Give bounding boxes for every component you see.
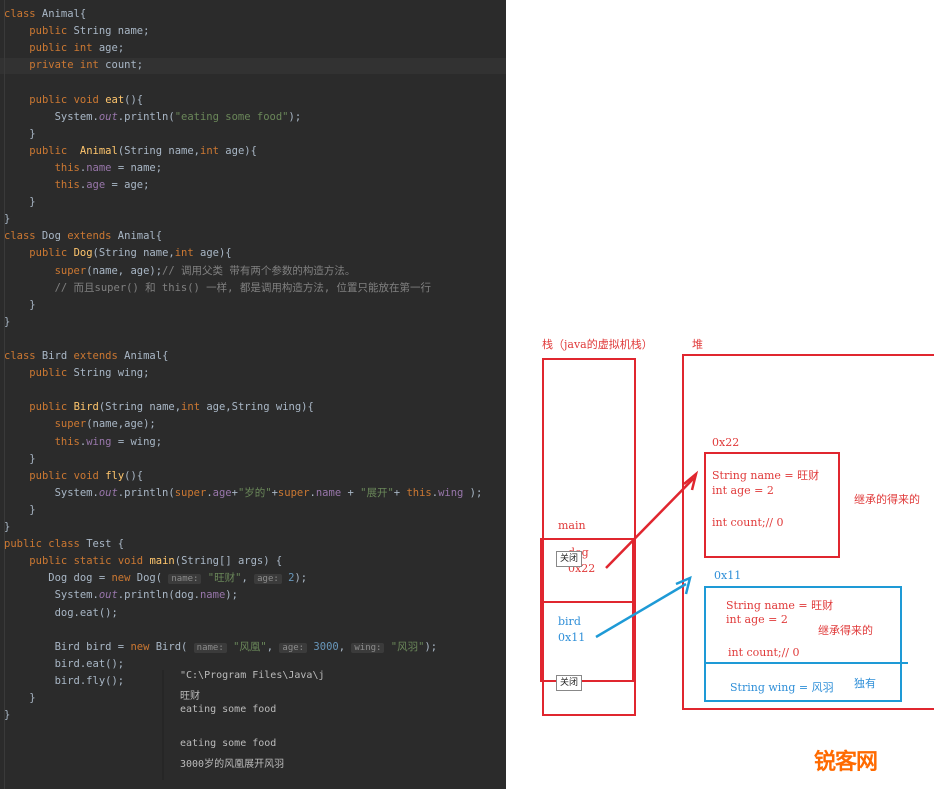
- code-line[interactable]: public Animal(String name,int age){: [29, 144, 257, 157]
- code-line[interactable]: }: [4, 196, 36, 209]
- stack-title: 栈（java的虚拟机栈）: [542, 338, 653, 351]
- code-line[interactable]: public String wing;: [29, 367, 150, 380]
- bird-object-divider: [704, 662, 908, 664]
- code-line[interactable]: }: [4, 315, 11, 328]
- run-console[interactable]: "C:\Program Files\Java\j 旺财 eating some fo…: [162, 670, 508, 780]
- code-line[interactable]: class Dog extends Animal{: [4, 230, 163, 243]
- heap-title: 堆: [692, 338, 703, 351]
- memory-diagram: 栈（java的虚拟机栈） 堆 main dog 0x22 bird 0x11 关…: [506, 0, 934, 789]
- logo-text: 锐客网: [814, 750, 878, 775]
- code-line[interactable]: }: [4, 452, 36, 465]
- code-line[interactable]: public String name;: [29, 25, 150, 38]
- console-line: "C:\Program Files\Java\j: [180, 670, 325, 681]
- code-editor[interactable]: class Animal{ public String name; public…: [0, 0, 506, 789]
- dog-reference-arrow: [605, 477, 695, 569]
- bird-addr-label: 0x11: [558, 631, 586, 644]
- code-line[interactable]: public class Test {: [4, 538, 125, 551]
- code-line[interactable]: public static void main(String[] args) {: [29, 555, 283, 568]
- code-line[interactable]: }: [4, 213, 11, 226]
- bird-object-addr: 0x11: [714, 569, 742, 582]
- dog-object-addr: 0x22: [712, 436, 740, 449]
- code-line[interactable]: }: [4, 298, 36, 311]
- code-line[interactable]: }: [4, 127, 36, 140]
- code-line[interactable]: this.wing = wing;: [54, 435, 163, 448]
- bird-inherited-note: 继承得来的: [818, 624, 873, 637]
- bird-own-note: 独有: [854, 677, 876, 690]
- code-line[interactable]: // 而且super() 和 this() 一样, 都是调用构造方法, 位置只能…: [54, 281, 431, 294]
- code-line[interactable]: Bird bird = new Bird( name: "风凰", age: 3…: [4, 640, 438, 653]
- bird-object-box: [704, 586, 902, 702]
- bird-age-field: int age = 2: [726, 613, 788, 626]
- code-line[interactable]: super(name, age);// 调用父类 带有两个参数的构造方法。: [54, 264, 356, 277]
- dog-age-field: int age = 2: [712, 484, 774, 497]
- code-line[interactable]: bird.fly();: [4, 674, 125, 687]
- close-popup-2[interactable]: 关闭: [556, 675, 582, 691]
- code-line[interactable]: Dog dog = new Dog( name: "旺财", age: 2);: [4, 572, 308, 585]
- main-frame-label: main: [558, 519, 586, 532]
- code-line[interactable]: System.out.println("eating some food");: [4, 110, 302, 123]
- code-line[interactable]: this.name = name;: [54, 161, 163, 174]
- code-line[interactable]: bird.eat();: [4, 657, 125, 670]
- heap-box: [682, 354, 934, 710]
- bird-var-label: bird: [558, 615, 581, 628]
- editor-gutter: [4, 0, 5, 789]
- code-line[interactable]: super(name,age);: [54, 418, 156, 431]
- console-line: eating some food: [180, 704, 277, 715]
- bird-wing-field: String wing = 风羽: [730, 681, 834, 694]
- code-line[interactable]: dog.eat();: [4, 606, 118, 619]
- dog-name-field: String name = 旺财: [712, 469, 820, 482]
- code-line[interactable]: System.out.println(dog.name);: [4, 589, 238, 602]
- code-line[interactable]: class Bird extends Animal{: [4, 350, 169, 362]
- code-line[interactable]: this.age = age;: [54, 179, 150, 191]
- reference-arrows: [595, 470, 699, 639]
- site-logo: 锐客网: [814, 744, 878, 776]
- dog-count-field: int count;// 0: [712, 516, 784, 529]
- console-line: eating some food: [180, 738, 277, 749]
- code-line[interactable]: private int count;: [29, 59, 144, 72]
- bird-name-field: String name = 旺财: [726, 599, 834, 612]
- code-line[interactable]: class Animal{: [4, 8, 87, 20]
- console-line: 旺财: [180, 691, 200, 702]
- main-frame-divider: [540, 601, 634, 603]
- close-popup-1[interactable]: 关闭: [556, 551, 582, 567]
- code-line[interactable]: }: [4, 692, 36, 704]
- dog-arrow-head: [683, 470, 699, 491]
- code-line[interactable]: }: [4, 709, 11, 722]
- code-line[interactable]: }: [4, 503, 36, 516]
- bird-count-field: int count;// 0: [728, 646, 800, 659]
- code-line[interactable]: public Dog(String name,int age){: [29, 247, 232, 260]
- current-line-highlight: [0, 58, 506, 74]
- code-line[interactable]: public void eat(){: [29, 93, 144, 106]
- console-line: 3000岁的风凰展开风羽: [180, 759, 285, 770]
- code-line[interactable]: }: [4, 521, 11, 533]
- main-frame-box: [540, 538, 634, 682]
- dog-inherited-note: 继承的得来的: [854, 493, 920, 506]
- bird-reference-arrow: [595, 582, 687, 639]
- code-line[interactable]: System.out.println(super.age+"岁的"+super.…: [4, 486, 483, 499]
- code-line[interactable]: public Bird(String name,int age,String w…: [29, 401, 314, 414]
- dog-object-box: [704, 452, 840, 558]
- code-line[interactable]: public int age;: [29, 42, 125, 55]
- code-line[interactable]: public void fly(){: [29, 469, 144, 482]
- bird-arrow-head: [675, 575, 692, 595]
